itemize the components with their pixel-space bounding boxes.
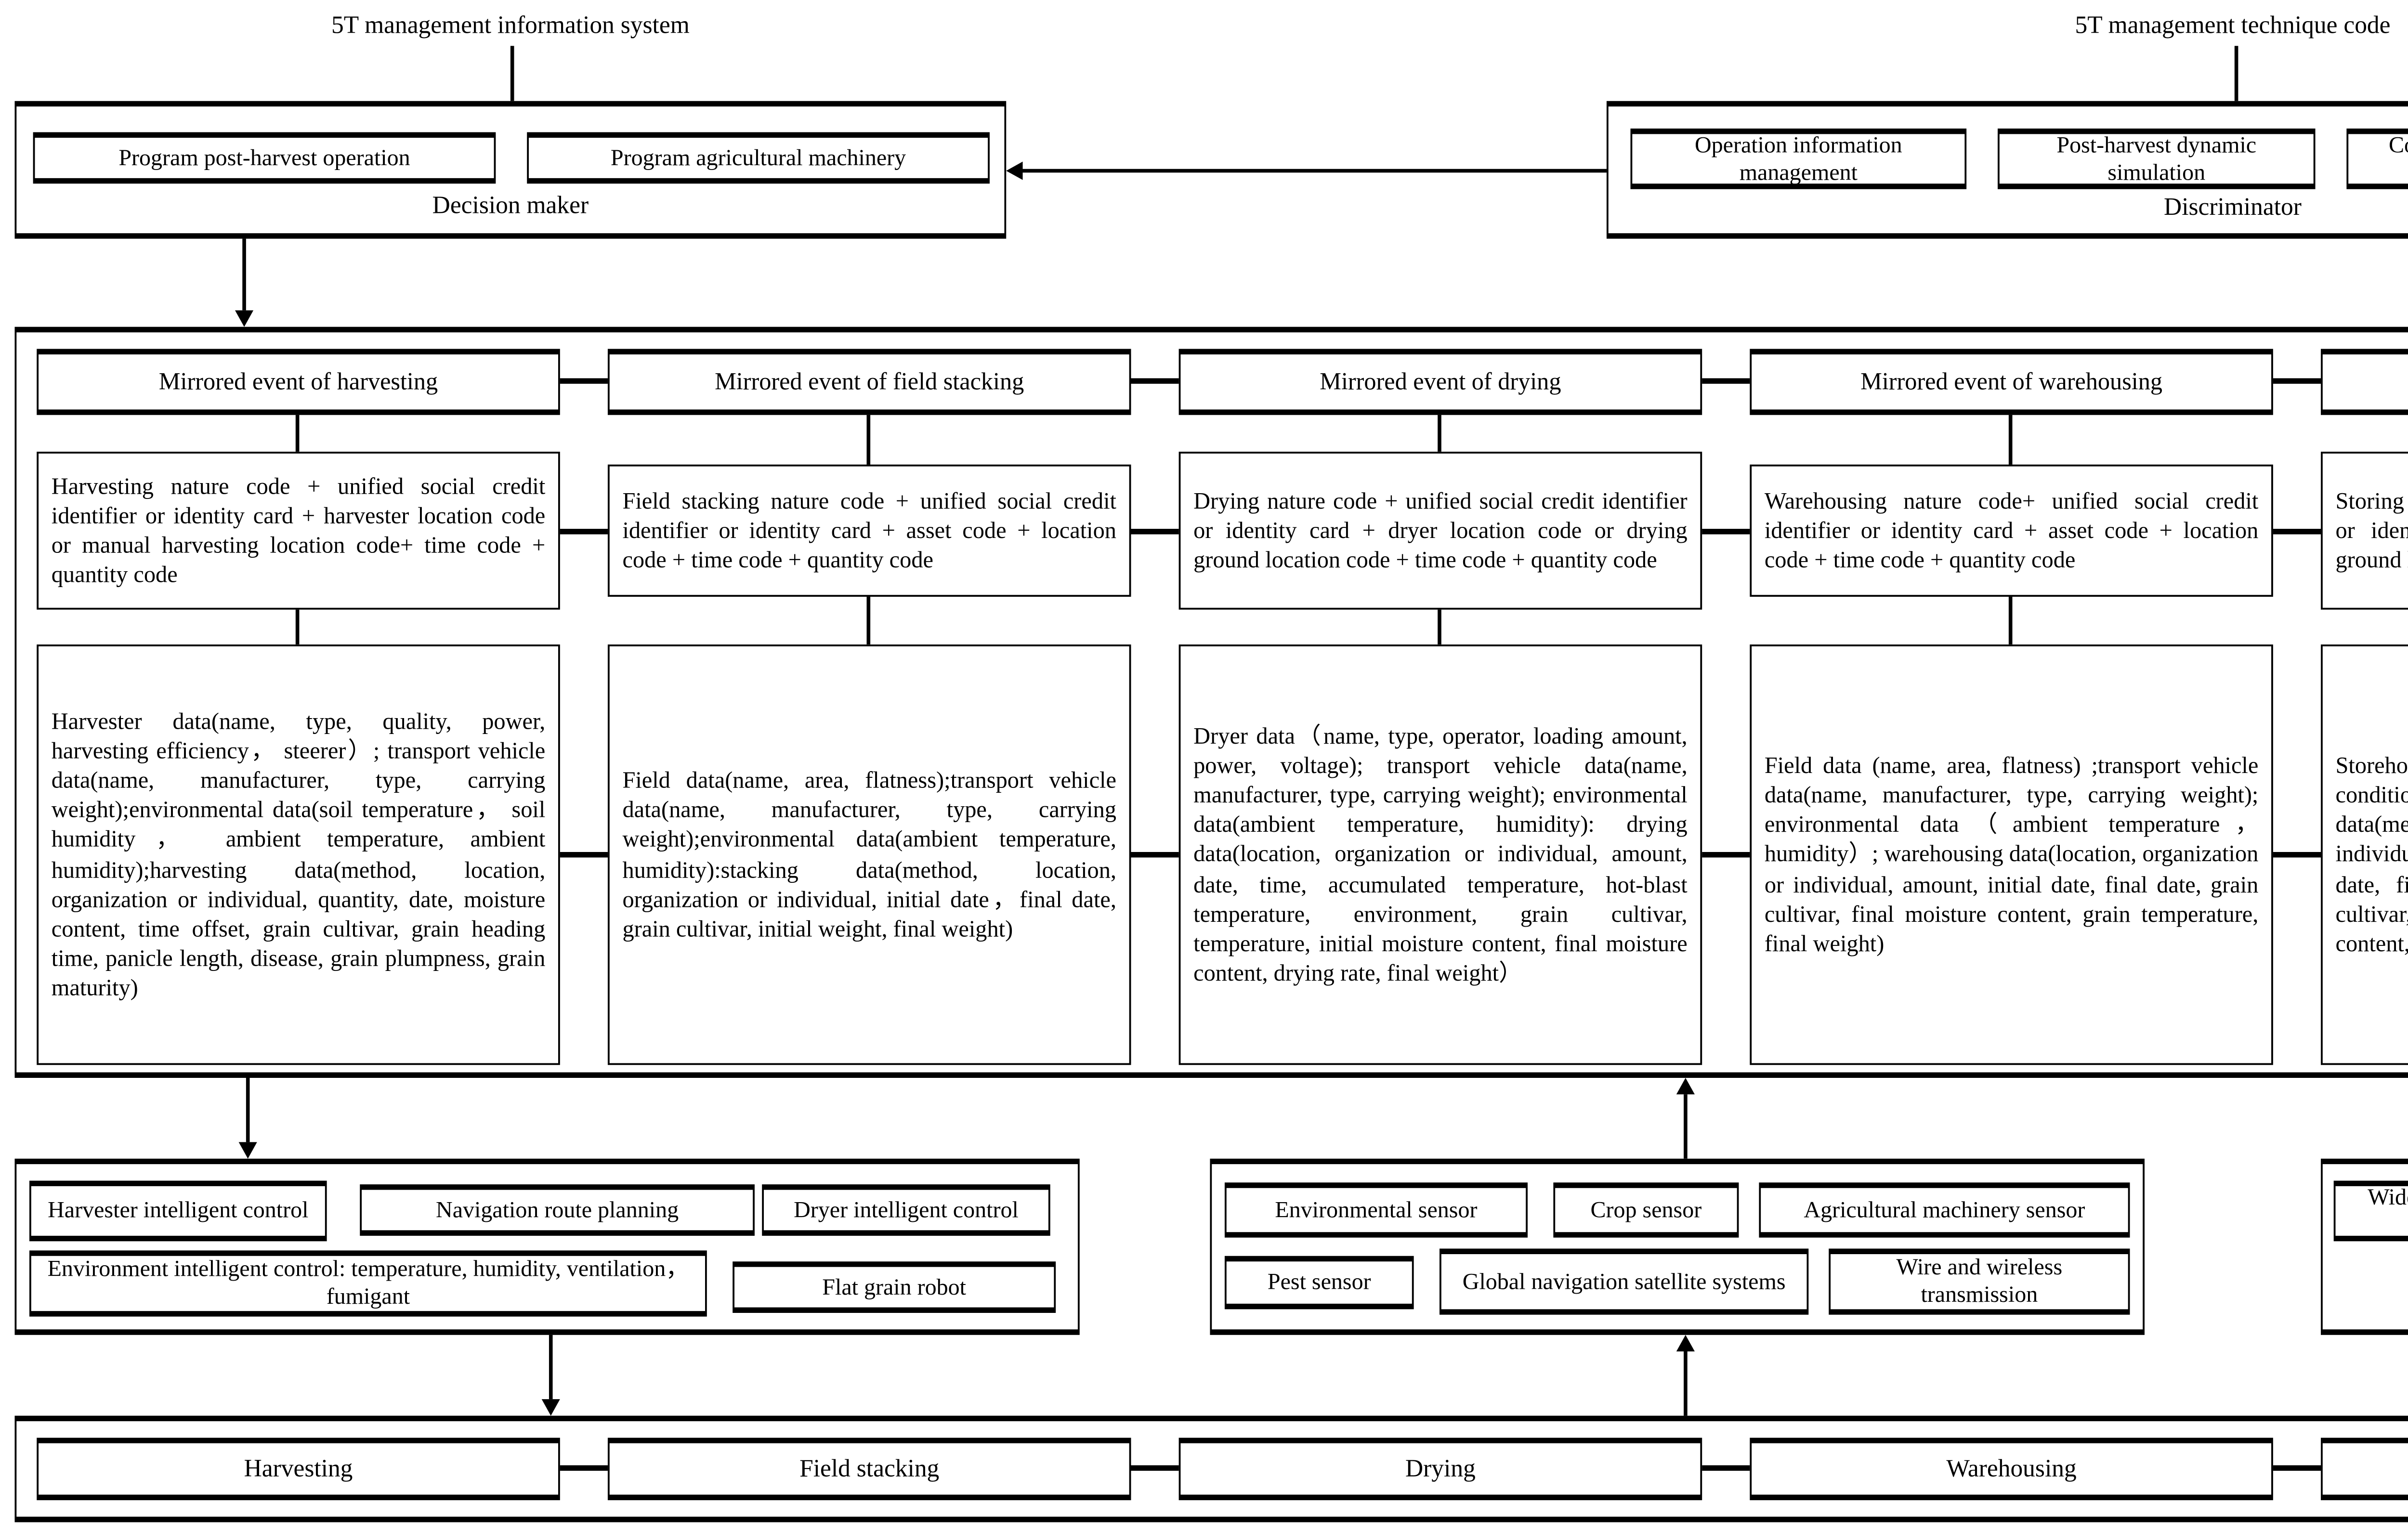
process-drying-box: Drying	[1178, 1438, 1702, 1500]
crop-sensor-box: Crop sensor	[1553, 1182, 1739, 1238]
field-stacking-data-box: Field data(name, area, flatness);transpo…	[607, 644, 1131, 1065]
connector-title-code-2	[866, 415, 871, 465]
post-harvest-dynamic-simulation-box: Post-harvest dynamic simulation	[1998, 128, 2316, 189]
wire-and-wireless-transmission-box: Wire and wireless transmission	[1829, 1248, 2130, 1315]
global-navigation-satellite-systems-box: Global navigation satellite systems	[1440, 1248, 1809, 1315]
widespread-digital-tools-box: Widespread digital tools	[2333, 1180, 2408, 1242]
link-data-4-5	[2273, 852, 2321, 857]
link-process-3-4	[1702, 1465, 1750, 1470]
arrowhead-down-icon	[541, 1399, 560, 1416]
field-stacking-code-box: Field stacking nature code + unified soc…	[607, 464, 1131, 597]
mirrored-event-field-stacking-title: Mirrored event of field stacking	[607, 349, 1131, 415]
process-field-stacking-box: Field stacking	[607, 1438, 1131, 1500]
arrow-discriminator-to-decision	[1021, 169, 1607, 173]
program-post-harvest-operation-box: Program post-harvest operation	[33, 132, 496, 184]
connector-code-data-2	[866, 597, 871, 645]
connector-title-code-3	[1438, 415, 1441, 452]
decision-maker-label: Decision maker	[432, 191, 589, 219]
link-process-2-3	[1131, 1465, 1179, 1470]
connector-title-code-1	[295, 415, 300, 452]
environment-intelligent-control-box: Environment intelligent control: tempera…	[29, 1250, 707, 1317]
link-title-3-4	[1702, 378, 1750, 383]
arrowhead-down-icon	[235, 310, 254, 327]
link-title-2-3	[1131, 378, 1179, 383]
process-storing-box: Storing	[2321, 1438, 2408, 1500]
link-process-1-2	[560, 1465, 608, 1470]
link-code-3-4	[1702, 529, 1750, 534]
arrowhead-left-icon	[1006, 161, 1023, 180]
agricultural-machinery-sensor-box: Agricultural machinery sensor	[1759, 1182, 2130, 1238]
operation-information-management-box: Operation information management	[1630, 128, 1967, 189]
harvesting-data-box: Harvester data(name, type, quality, powe…	[37, 644, 560, 1065]
arrow-sensor-to-mirrored	[1684, 1094, 1688, 1159]
connector-code-data-4	[2008, 597, 2013, 645]
environmental-sensor-box: Environmental sensor	[1224, 1182, 1528, 1238]
mirrored-event-harvesting-title: Mirrored event of harvesting	[37, 349, 560, 415]
dryer-intelligent-control-box: Dryer intelligent control	[762, 1184, 1050, 1236]
connector-code-data-3	[1438, 609, 1441, 645]
connector-technique-code-to-discriminator	[2234, 46, 2238, 101]
arrowhead-up-icon	[1676, 1077, 1695, 1095]
connector-system-title-to-decision	[510, 46, 514, 101]
link-code-4-5	[2273, 529, 2321, 534]
technique-code-label: 5T management technique code	[2075, 11, 2391, 39]
arrow-process-to-sensor	[1684, 1351, 1688, 1416]
link-process-4-5	[2273, 1465, 2321, 1470]
harvester-intelligent-control-box: Harvester intelligent control	[29, 1180, 327, 1242]
flat-grain-robot-box: Flat grain robot	[733, 1261, 1056, 1313]
link-code-1-2	[560, 529, 608, 534]
drying-data-box: Dryer data（name, type, operator, loading…	[1178, 644, 1702, 1065]
link-title-1-2	[560, 378, 608, 383]
link-data-2-3	[1131, 852, 1179, 857]
arrowhead-up-icon	[1676, 1335, 1695, 1351]
connector-code-data-1	[295, 609, 300, 645]
drying-code-box: Drying nature code + unified social cred…	[1178, 451, 1702, 610]
arrowhead-down-icon	[238, 1142, 257, 1159]
pest-sensor-box: Pest sensor	[1224, 1256, 1414, 1310]
storing-data-box: Storehouse data(name, type, structure, c…	[2321, 644, 2408, 1065]
link-data-1-2	[560, 852, 608, 857]
storing-code-box: Storing nature code + unified social cre…	[2321, 451, 2408, 610]
mirrored-event-warehousing-title: Mirrored event of warehousing	[1750, 349, 2273, 415]
connector-title-code-4	[2008, 415, 2013, 465]
mirrored-event-storing-title: Mirrored event of storing	[2321, 349, 2408, 415]
harvesting-code-box: Harvesting nature code + unified social …	[37, 451, 560, 610]
system-title-label: 5T management information system	[331, 11, 690, 39]
link-title-4-5	[2273, 378, 2321, 383]
arrow-mirrored-to-control	[246, 1077, 250, 1142]
comprehensive-evaluation-box: Comprehensive evaluation	[2346, 128, 2408, 189]
link-data-3-4	[1702, 852, 1750, 857]
warehousing-data-box: Field data (name, area, flatness) ;trans…	[1750, 644, 2273, 1065]
program-agricultural-machinery-box: Program agricultural machinery	[527, 132, 990, 184]
process-warehousing-box: Warehousing	[1750, 1438, 2273, 1500]
warehousing-code-box: Warehousing nature code+ unified social …	[1750, 464, 2273, 597]
discriminator-label: Discriminator	[2164, 193, 2302, 221]
navigation-route-planning-box: Navigation route planning	[360, 1184, 755, 1236]
process-harvesting-box: Harvesting	[37, 1438, 560, 1500]
arrow-decision-to-mirrored	[242, 238, 246, 311]
mirrored-event-drying-title: Mirrored event of drying	[1178, 349, 1702, 415]
link-code-2-3	[1131, 529, 1179, 534]
arrow-control-to-process	[549, 1335, 553, 1400]
